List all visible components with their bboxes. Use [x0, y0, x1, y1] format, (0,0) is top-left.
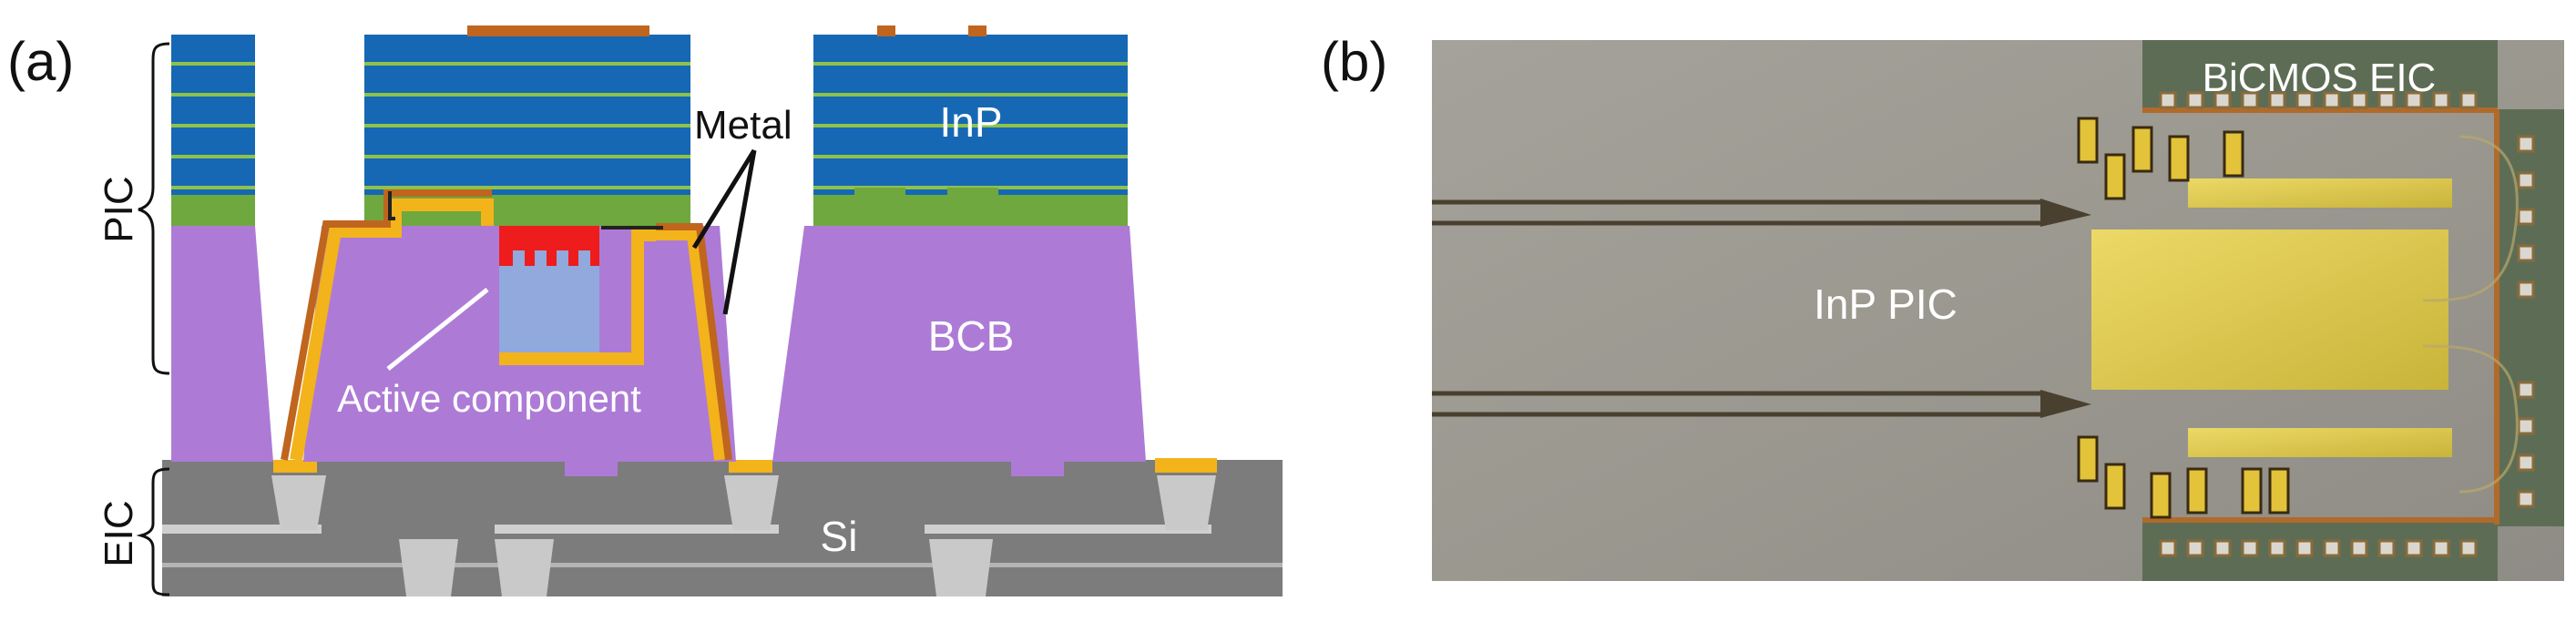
inp-label: InP: [939, 98, 1002, 146]
gold-pads: [2091, 178, 2452, 457]
bcb-bumps: [565, 458, 1064, 476]
metal-callout-lines: [691, 148, 757, 315]
eic-brace-label: EIC: [97, 500, 141, 566]
panel-a: (a): [7, 25, 1283, 596]
panel-b-label: (b): [1321, 31, 1387, 92]
eic-metal-lines: [162, 525, 1283, 567]
waveguide-taper: [2040, 199, 2091, 418]
top-metal-contacts: [467, 25, 986, 36]
pad-traces: [2422, 135, 2519, 494]
bump-clusters: [2077, 117, 2290, 519]
pic-brace-label: PIC: [97, 176, 141, 242]
si-label: Si: [821, 513, 858, 560]
bcb-label: BCB: [928, 312, 1015, 360]
eic-bond-pad-row: [2159, 91, 2535, 557]
active-component: [499, 226, 656, 365]
eic-vias: [271, 475, 1216, 596]
inp-stacks: [171, 35, 1128, 195]
panel-b: (b): [1321, 31, 2564, 581]
inp-pic-label: InP PIC: [1814, 280, 1958, 328]
pic-brace: [138, 42, 170, 375]
active-component-pointer: [386, 288, 489, 371]
active-component-callout: Active component: [337, 377, 641, 420]
bicmos-eic-label: BiCMOS EIC: [2203, 56, 2437, 100]
panel-a-label: (a): [7, 31, 74, 92]
pic-waveguides: [1432, 199, 2045, 417]
eic-bond-pads: [273, 458, 1217, 473]
metal-callout: Metal: [694, 103, 792, 148]
metal-interconnect: [281, 189, 732, 462]
eic-brace: [136, 467, 170, 596]
